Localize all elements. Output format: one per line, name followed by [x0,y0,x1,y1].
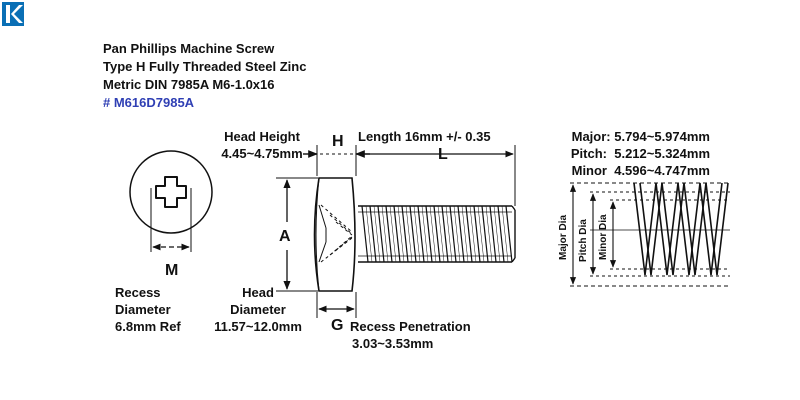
title-line-2: Type H Fully Threaded Steel Zinc [103,59,307,74]
title-line-1: Pan Phillips Machine Screw [103,41,275,56]
head-diameter-value: 11.57~12.0mm [214,319,302,334]
recess-penetration-value: 3.03~3.53mm [352,336,434,351]
head-height-label: Head Height [224,129,300,144]
pitch-dia-label: Pitch Dia [578,219,589,262]
head-height-letter: H [332,133,344,150]
head-height-value: 4.45~4.75mm [221,146,303,161]
thread-major: Major: 5.794~5.974mm [571,129,710,144]
recess-diameter-label-block: Recess Diameter 6.8mm Ref [115,284,181,335]
minor-dia-label: Minor Dia [598,214,609,260]
head-diameter-dimension [276,177,318,292]
recess-diameter-letter: M [165,262,179,279]
length-letter: L [438,146,448,163]
length-label: Length 16mm +/- 0.35 [358,129,491,144]
head-diameter-label-block: Head Diameter 11.57~12.0mm [198,284,318,335]
screw-side-view [313,177,516,292]
thread-profile-detail: Major Dia Pitch Dia Minor Dia [558,182,730,287]
part-number-link[interactable]: # M616D7985A [103,95,195,110]
recess-penetration-label: Recess Penetration [350,319,471,334]
thread-minor: Minor 4.596~4.747mm [571,163,710,178]
recess-diameter-label-line1: Recess [115,285,161,300]
recess-diameter-label-line2: Diameter [115,302,171,317]
head-height-label-block: Head Height 4.45~4.75mm [212,128,312,162]
recess-penetration-dimension [316,292,357,318]
major-dia-label: Major Dia [558,215,569,260]
head-diameter-label-line1: Head [242,285,274,300]
recess-diameter-value: 6.8mm Ref [115,319,181,334]
title-line-3: Metric DIN 7985A M6-1.0x16 [103,77,275,92]
recess-penetration-letter: G [331,317,344,334]
title-block: Pan Phillips Machine Screw Type H Fully … [103,40,306,112]
length-dimension [359,145,516,206]
head-diameter-letter: A [279,228,291,245]
phillips-recess-icon [155,176,187,208]
head-diameter-label-line2: Diameter [230,302,286,317]
head-top-view [129,150,213,252]
k-logo-icon [2,2,24,26]
thread-specs: Major: 5.794~5.974mm Pitch: 5.212~5.324m… [548,128,710,179]
thread-pitch: Pitch: 5.212~5.324mm [570,146,710,161]
